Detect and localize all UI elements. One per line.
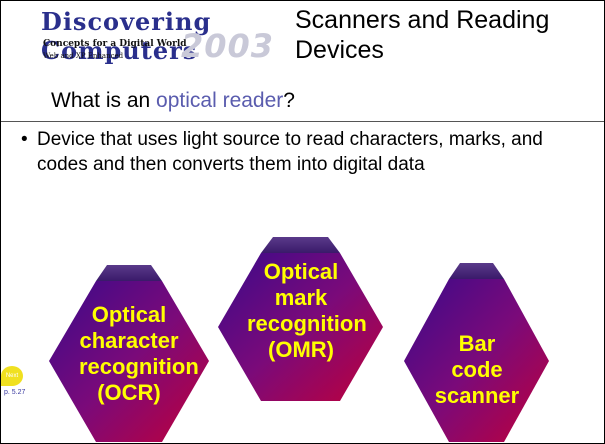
ocr-line-3: recognition: [79, 354, 199, 379]
barcode-line-2: code: [451, 357, 503, 382]
logo-tagline: Concepts for a Digital World: [43, 39, 187, 49]
divider: [1, 121, 604, 122]
next-button[interactable]: Next: [1, 366, 23, 386]
question-suffix: ?: [283, 89, 295, 112]
hexagon-omr: [218, 237, 383, 401]
hexagon-label-ocr: Optical character recognition (OCR): [79, 302, 199, 406]
bullet-text: Device that uses light source to read ch…: [37, 129, 543, 175]
omr-line-3: recognition: [247, 311, 367, 336]
hexagon-barcode: [404, 263, 549, 442]
omr-line-4: (OMR): [268, 337, 334, 362]
slide-title: Scanners and Reading Devices: [295, 6, 550, 64]
logo-year: 2003: [181, 27, 275, 65]
slide-question: What is an optical reader?: [51, 89, 295, 113]
logo-edition: Web and XP Enhanced: [43, 52, 124, 60]
barcode-line-1: Bar: [458, 331, 496, 356]
question-prefix: What is an: [51, 89, 157, 112]
barcode-line-3: scanner: [434, 383, 520, 408]
ocr-line-4: (OCR): [97, 380, 161, 405]
discovering-computers-logo: Discovering Computers Concepts for a Dig…: [35, 7, 289, 89]
omr-line-1: Optical: [263, 259, 339, 284]
ocr-line-2: character: [79, 328, 179, 353]
hexagon-ocr: [49, 265, 209, 442]
page-reference: p. 5.27: [4, 389, 26, 396]
question-term: optical reader: [156, 89, 284, 112]
hexagon-label-omr: Optical mark recognition (OMR): [247, 259, 367, 363]
logo-title: Discovering Computers: [41, 7, 212, 65]
hexagon-label-barcode: Bar code scanner: [427, 331, 527, 409]
omr-line-2: mark: [274, 285, 328, 310]
bullet-point: • Device that uses light source to read c…: [21, 127, 591, 177]
ocr-line-1: Optical: [91, 302, 167, 327]
bullet-dot-icon: •: [21, 129, 28, 150]
